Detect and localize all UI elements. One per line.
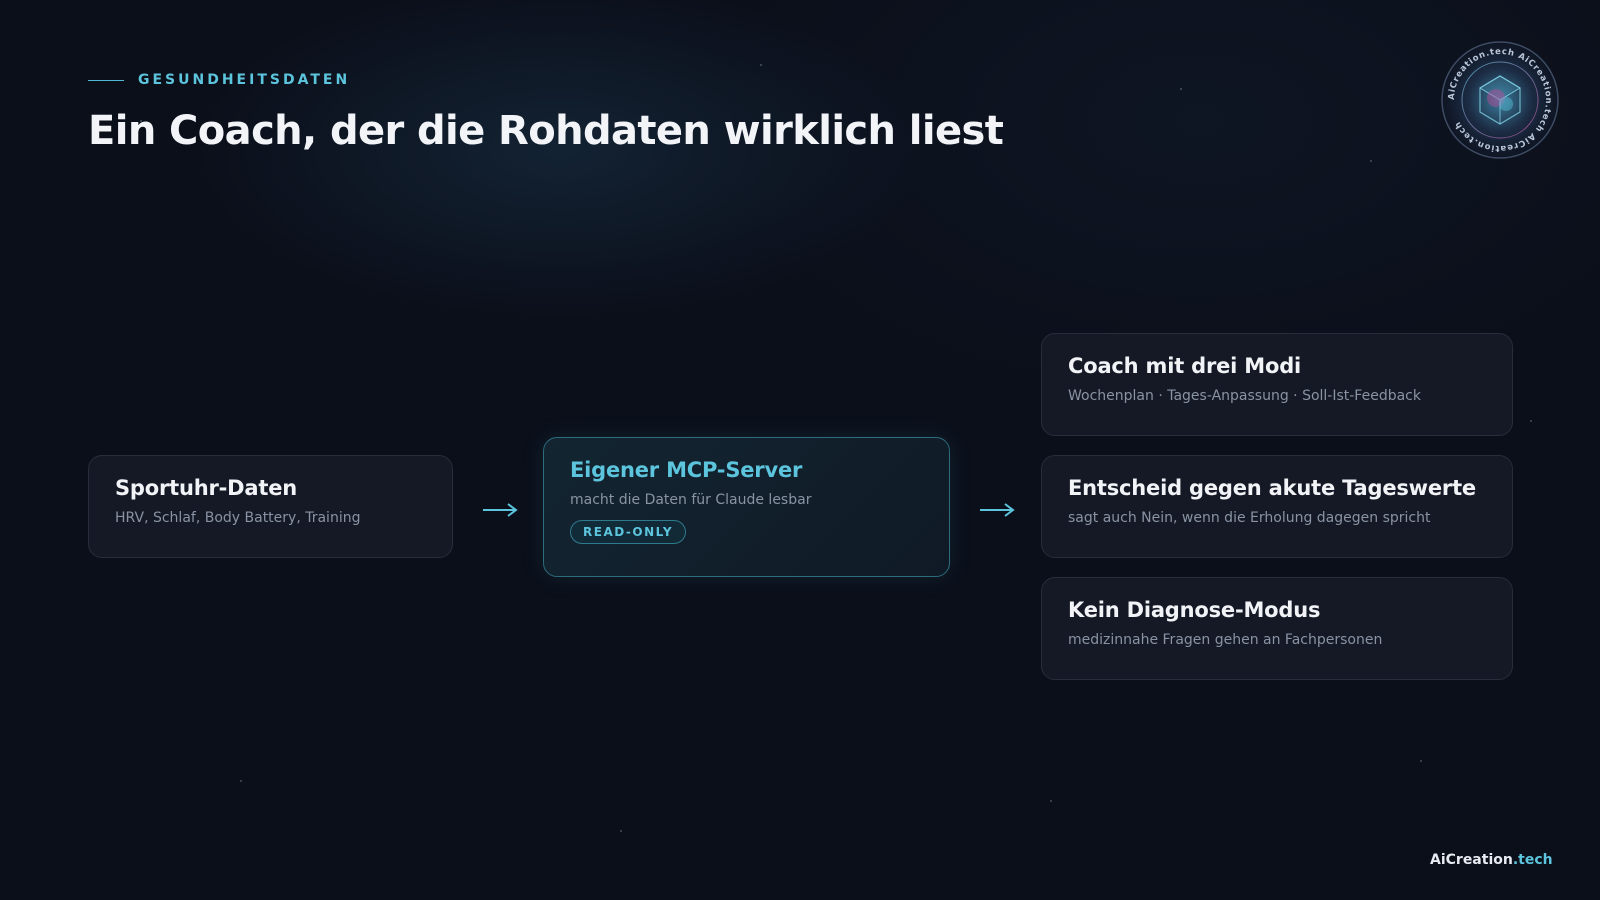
star-dot — [980, 130, 982, 132]
star-dot — [140, 120, 142, 122]
slide-title: Ein Coach, der die Rohdaten wirklich lie… — [88, 108, 1004, 154]
source-node-title: Sportuhr-Daten — [115, 476, 297, 500]
output-node-title: Kein Diagnose-Modus — [1068, 598, 1321, 622]
output-node-subtitle: medizinnahe Fragen gehen an Fachpersonen — [1068, 632, 1383, 648]
star-dot — [1370, 160, 1372, 162]
star-dot — [1530, 420, 1532, 422]
footer-brand-suffix: .tech — [1512, 852, 1553, 868]
star-dot — [620, 830, 622, 832]
star-dot — [760, 64, 762, 66]
eyebrow-rule — [88, 79, 124, 81]
eyebrow-label: GESUNDHEITSDATEN — [138, 72, 351, 88]
source-node-subtitle: HRV, Schlaf, Body Battery, Training — [115, 510, 361, 526]
section-eyebrow: GESUNDHEITSDATEN — [88, 72, 350, 88]
star-dot — [1420, 760, 1422, 762]
star-dot — [240, 780, 242, 782]
footer-brand: AiCreation.tech — [1430, 852, 1553, 868]
output-node-subtitle: Wochenplan · Tages-Anpassung · Soll-Ist-… — [1068, 388, 1421, 404]
footer-brand-name: AiCreation — [1430, 852, 1513, 868]
output-node-subtitle: sagt auch Nein, wenn die Erholung dagege… — [1068, 510, 1431, 526]
arrow-right-icon — [980, 503, 1015, 517]
source-node-card: Sportuhr-Daten HRV, Schlaf, Body Battery… — [88, 455, 453, 558]
read-only-badge: READ-ONLY — [570, 520, 687, 544]
star-dot — [1050, 800, 1052, 802]
output-node-title: Entscheid gegen akute Tageswerte — [1068, 476, 1476, 500]
output-node-card: Kein Diagnose-Modus medizinnahe Fragen g… — [1041, 577, 1513, 680]
server-node-subtitle: macht die Daten für Claude lesbar — [570, 492, 812, 508]
aicreation-logo-badge: AiCreation.tech AiCreation.tech AiCreati… — [1441, 41, 1559, 159]
arrow-right-icon — [483, 503, 518, 517]
server-node-title: Eigener MCP-Server — [570, 458, 803, 482]
output-node-card: Coach mit drei Modi Wochenplan · Tages-A… — [1041, 333, 1513, 436]
star-dot — [1180, 88, 1182, 90]
output-node-title: Coach mit drei Modi — [1068, 354, 1302, 378]
output-node-card: Entscheid gegen akute Tageswerte sagt au… — [1041, 455, 1513, 558]
server-node-card: Eigener MCP-Server macht die Daten für C… — [543, 437, 950, 577]
